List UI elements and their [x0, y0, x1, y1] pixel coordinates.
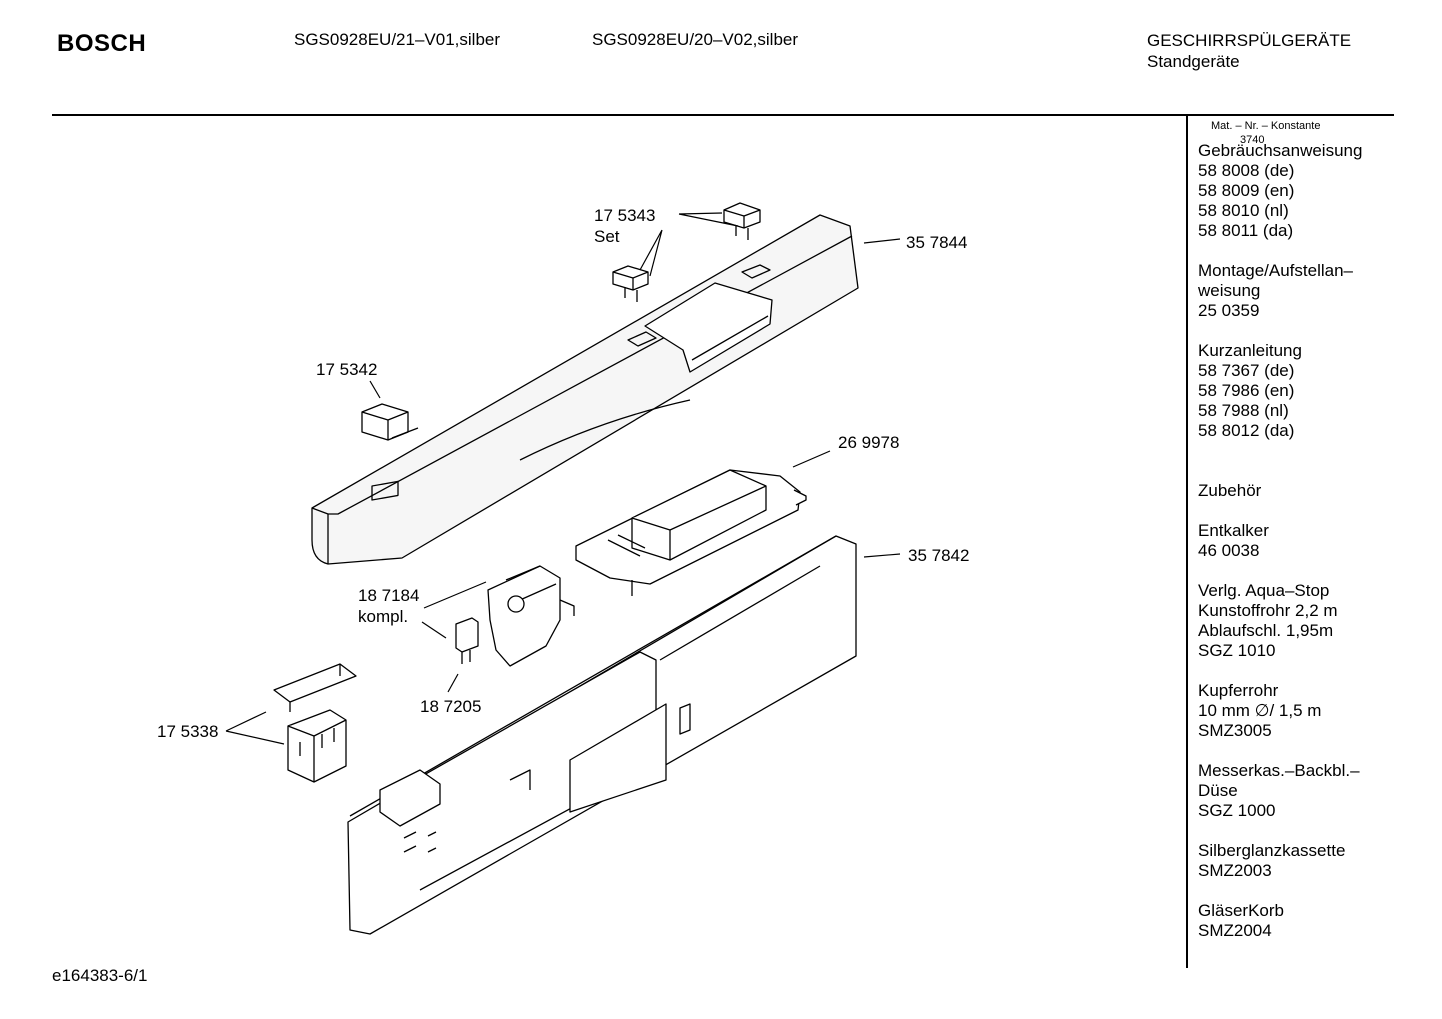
- terminal-17-5338: [273, 663, 357, 783]
- sidebar-line: 58 8008 (de): [1198, 161, 1295, 180]
- sidebar-line: Kupferrohr: [1198, 681, 1279, 700]
- sidebar-line: Zubehör: [1198, 481, 1262, 500]
- callout-18-7184-note: kompl.: [358, 607, 409, 626]
- sidebar-line: SGZ 1010: [1198, 641, 1276, 660]
- callout-35-7844: 35 7844: [906, 233, 968, 252]
- document-id: e164383-6/1: [52, 966, 148, 985]
- sidebar-line: 58 8010 (nl): [1198, 201, 1289, 220]
- model-2: SGS0928EU/20–V02,silber: [592, 30, 799, 49]
- module-26-9978: [575, 469, 807, 596]
- electronic-board: [347, 535, 857, 935]
- sidebar-line: Kurzanleitung: [1198, 341, 1302, 360]
- switch-17-5342: [361, 403, 419, 441]
- category-title: GESCHIRRSPÜLGERÄTE: [1147, 31, 1352, 50]
- sidebar-line: 58 7988 (nl): [1198, 401, 1289, 420]
- header-rule: [52, 114, 1394, 116]
- relay-18-7205: [455, 617, 479, 664]
- leader-lines: [225, 212, 901, 745]
- sidebar-line: 58 7986 (en): [1198, 381, 1295, 400]
- control-panel: [311, 214, 859, 565]
- callout-17-5338: 17 5338: [157, 722, 219, 741]
- sidebar-line: 58 8012 (da): [1198, 421, 1295, 440]
- callout-18-7184-number: 18 7184: [358, 586, 420, 605]
- sidebar-group: Zubehör: [1198, 461, 1388, 501]
- callout-18-7205: 18 7205: [420, 697, 482, 716]
- sidebar-line: SMZ3005: [1198, 721, 1272, 740]
- sidebar-line: SGZ 1000: [1198, 801, 1276, 820]
- model-1: SGS0928EU/21–V01,silber: [294, 30, 501, 49]
- callout-17-5343: 17 5343 Set: [594, 205, 655, 247]
- callout-26-9978: 26 9978: [838, 433, 900, 452]
- button-set: [612, 202, 761, 302]
- sidebar-line: Ablaufschl. 1,95m: [1198, 621, 1334, 640]
- valve-18-7184: [487, 565, 575, 667]
- callout-17-5342: 17 5342: [316, 360, 378, 379]
- sidebar-line: Entkalker: [1198, 521, 1269, 540]
- sidebar-line: Düse: [1198, 781, 1238, 800]
- mat-nr-label: Mat. – Nr. – Konstante: [1211, 120, 1321, 132]
- sidebar-line: 25 0359: [1198, 301, 1260, 320]
- sidebar-line: Kunstoffrohr 2,2 m: [1198, 601, 1338, 620]
- category-subtitle: Standgeräte: [1147, 52, 1240, 71]
- sidebar-line: 58 8011 (da): [1198, 221, 1294, 240]
- callout-17-5343-note: Set: [594, 227, 620, 246]
- sidebar-line: SMZ2003: [1198, 861, 1272, 880]
- sidebar-divider: [1186, 116, 1188, 968]
- konstante-value: 3740: [1240, 134, 1265, 146]
- callout-17-5343-number: 17 5343: [594, 206, 656, 225]
- sidebar-line: Verlg. Aqua–Stop: [1198, 581, 1330, 600]
- sidebar-line: weisung: [1198, 281, 1261, 300]
- sidebar-line: 10 mm ∅/ 1,5 m: [1198, 701, 1322, 720]
- sidebar-line: SMZ2004: [1198, 921, 1272, 940]
- sidebar-line: Silberglanzkassette: [1198, 841, 1346, 860]
- sidebar-line: 46 0038: [1198, 541, 1260, 560]
- callout-35-7842: 35 7842: [908, 546, 970, 565]
- sidebar-line: Gebräuchsanweisung: [1198, 141, 1363, 160]
- category-block: GESCHIRRSPÜLGERÄTE Standgeräte: [1147, 30, 1351, 72]
- callout-18-7184: 18 7184 kompl.: [358, 585, 419, 627]
- sidebar-line: GläserKorb: [1198, 901, 1284, 920]
- bosch-logo: BOSCH: [57, 30, 147, 57]
- sidebar-line: Messerkas.–Backbl.–: [1198, 761, 1360, 780]
- sidebar-line: 58 7367 (de): [1198, 361, 1295, 380]
- sidebar-line: Montage/Aufstellan–: [1198, 261, 1353, 280]
- sidebar-line: 58 8009 (en): [1198, 181, 1295, 200]
